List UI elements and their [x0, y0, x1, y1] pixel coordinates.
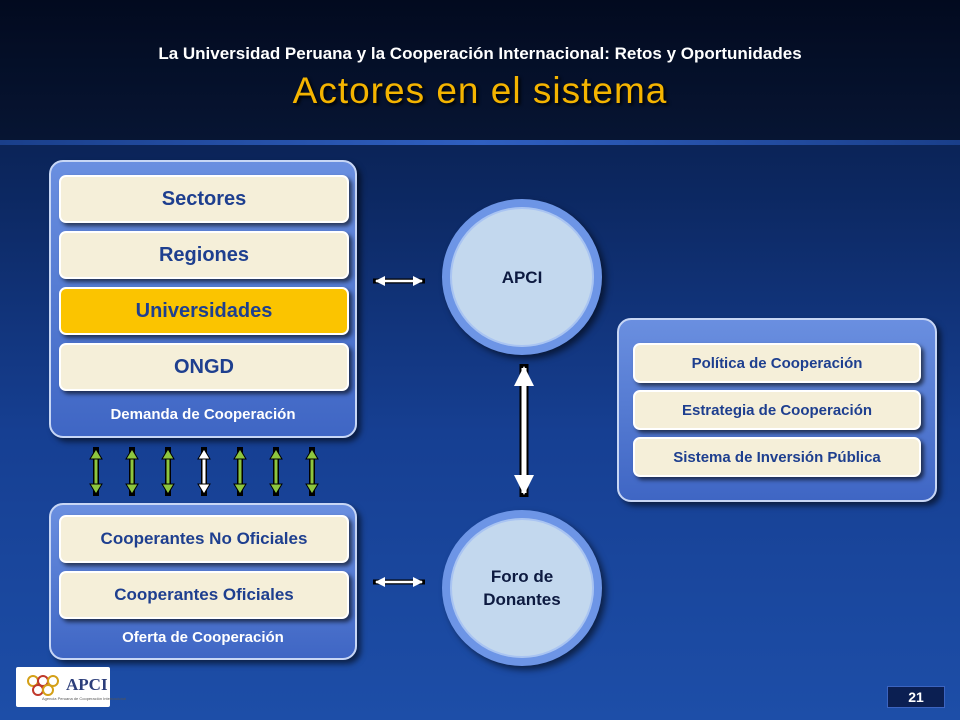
- apci-logo: APCI Agencia Peruana de Cooperación Inte…: [16, 667, 126, 707]
- pill-sectores: Sectores: [59, 175, 349, 223]
- pill-universidades: Universidades: [59, 287, 349, 335]
- apci-logo-icon: [27, 675, 59, 696]
- oferta-caption: Oferta de Cooperación: [122, 629, 284, 646]
- header-bar: [0, 0, 960, 140]
- connector-arrow-head: [269, 483, 283, 495]
- connector-arrow-head: [269, 448, 283, 460]
- foro-donantes-circle: Foro de Donantes: [442, 510, 602, 666]
- pill-regiones: Regiones: [59, 231, 349, 279]
- connector-arrow-head: [233, 448, 247, 460]
- connector-arrow-head: [89, 448, 103, 460]
- demanda-caption: Demanda de Cooperación: [110, 406, 296, 423]
- apci-label: APCI: [501, 267, 543, 287]
- logo-text: APCI: [66, 675, 108, 694]
- pill-politica-cooperacion: Política de Cooperación: [633, 343, 921, 383]
- logo-subtext: Agencia Peruana de Cooperación Internaci…: [42, 696, 127, 701]
- connector-arrow-head: [305, 448, 319, 460]
- demanda-panel: Sectores Regiones Universidades ONGD Dem…: [49, 160, 357, 438]
- demanda-oferta-arrows: [89, 447, 319, 496]
- connector-arrow-head: [305, 483, 319, 495]
- pill-cooperantes-oficiales: Cooperantes Oficiales: [59, 571, 349, 619]
- connector-arrow-head: [161, 483, 175, 495]
- header-divider: [0, 140, 960, 145]
- politicas-panel: Política de Cooperación Estrategia de Co…: [617, 318, 937, 502]
- oferta-panel: Cooperantes No Oficiales Cooperantes Ofi…: [49, 503, 357, 660]
- pill-estrategia-cooperacion: Estrategia de Cooperación: [633, 390, 921, 430]
- slide-title: Actores en el sistema: [292, 70, 668, 111]
- connector-arrow-head: [125, 483, 139, 495]
- connector-arrow-head: [197, 483, 211, 495]
- pill-ongd: ONGD: [59, 343, 349, 391]
- pill-cooperantes-no-oficiales: Cooperantes No Oficiales: [59, 515, 349, 563]
- apci-circle: APCI: [442, 199, 602, 355]
- slide-subtitle: La Universidad Peruana y la Cooperación …: [158, 44, 802, 63]
- pill-sistema-inversion-publica: Sistema de Inversión Pública: [633, 437, 921, 477]
- page-number: 21: [887, 686, 945, 708]
- foro-label-line1: Foro de: [490, 567, 554, 586]
- connector-arrow-head: [197, 448, 211, 460]
- foro-label-line2: Donantes: [483, 590, 561, 609]
- connector-arrow-head: [125, 448, 139, 460]
- connector-arrow-head: [233, 483, 247, 495]
- connector-arrow-head: [161, 448, 175, 460]
- foro-label: Foro de Donantes: [483, 565, 560, 611]
- connector-arrow-head: [89, 483, 103, 495]
